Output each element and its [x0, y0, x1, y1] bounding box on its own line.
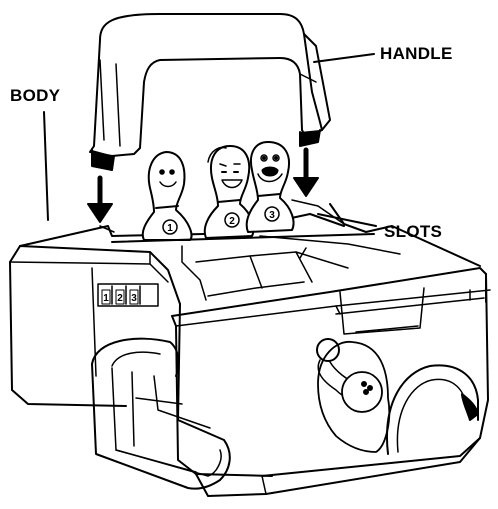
counter-digit-3: 3	[131, 293, 137, 304]
pin-number-2: 2	[229, 216, 235, 227]
ball-return-arch	[387, 365, 478, 454]
counter-digit-2: 2	[117, 293, 123, 304]
pin-number-3: 3	[269, 210, 275, 221]
ball-ramp	[92, 339, 230, 489]
body-leader-line	[44, 112, 48, 220]
counter-digit-1: 1	[103, 293, 109, 304]
bowling-emblem	[317, 339, 389, 452]
handle	[90, 14, 330, 170]
down-arrow-left	[88, 178, 112, 222]
pin-number-1: 1	[167, 223, 173, 234]
body	[10, 204, 490, 496]
score-counter: 1 2 3	[98, 284, 158, 306]
bowling-ball-icon	[342, 372, 382, 412]
handle-leader-line	[314, 54, 374, 62]
slots-label: SLOTS	[384, 222, 442, 242]
down-arrow-right	[294, 150, 318, 196]
bowling-pin-1: 1	[143, 152, 192, 240]
body-label: BODY	[10, 86, 60, 106]
pin-head-emblem	[317, 339, 339, 361]
bowling-pin-3: 3	[247, 142, 294, 232]
handle-label: HANDLE	[380, 44, 453, 64]
